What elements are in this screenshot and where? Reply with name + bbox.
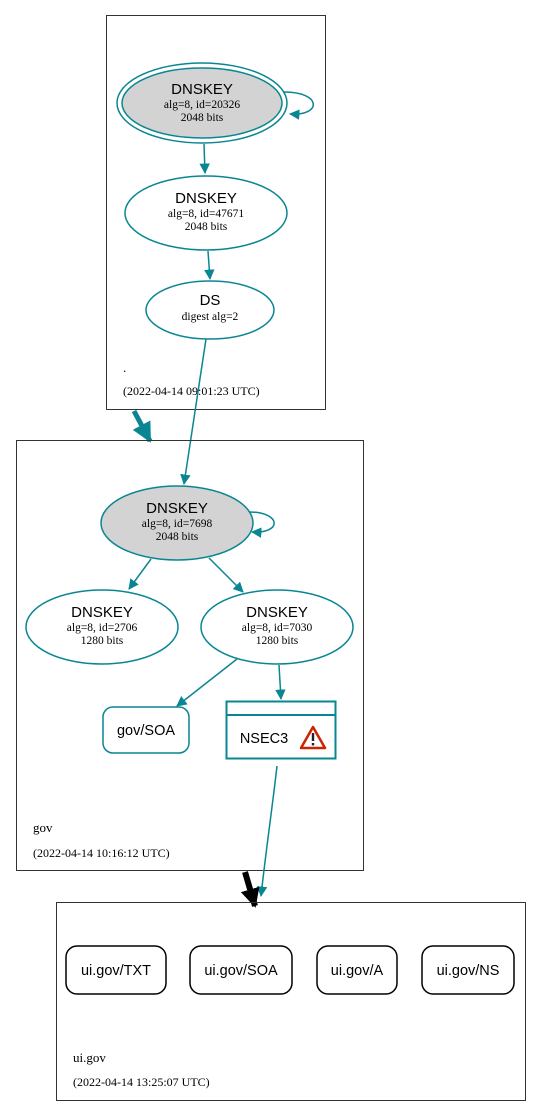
node-label: ui.gov/TXT [81,963,151,979]
root-ds-node[interactable]: DS digest alg=2 [145,280,275,340]
node-label: NSEC3 [240,731,288,747]
gov-nsec3-node[interactable]: NSEC3 [225,700,337,760]
zone-root-box [106,15,326,410]
self-sign-edge [248,511,275,538]
sign-edge [199,143,210,175]
node-detail: 2048 bits [185,221,228,233]
nsec3-edge [256,765,278,898]
ds-edge [180,338,207,486]
zone-uigov-timestamp: (2022-04-14 13:25:07 UTC) [73,1075,210,1089]
node-detail: digest alg=2 [182,311,239,323]
zone-gov-timestamp: (2022-04-14 10:16:12 UTC) [33,846,170,860]
node-label: ui.gov/NS [437,963,500,979]
root-ksk-node[interactable]: DNSKEY alg=8, id=20326 2048 bits [116,62,288,144]
sign-edge [275,664,286,701]
zone-uigov-box [56,902,526,1101]
ui-a-node[interactable]: ui.gov/A [316,945,398,995]
node-detail: alg=8, id=47671 [168,208,244,220]
sign-edge [128,558,152,590]
node-detail: alg=8, id=7030 [242,622,313,634]
node-detail: 2048 bits [156,531,199,543]
node-detail: 1280 bits [81,635,124,647]
zone-root-timestamp: (2022-04-14 09:01:23 UTC) [123,384,260,398]
gov-ksk-node[interactable]: DNSKEY alg=8, id=7698 2048 bits [100,485,254,561]
ui-txt-node[interactable]: ui.gov/TXT [65,945,167,995]
gov-zsk-7030-node[interactable]: DNSKEY alg=8, id=7030 1280 bits [200,589,354,665]
node-detail: alg=8, id=7698 [142,518,213,530]
sign-edge [176,658,238,707]
node-title: DNSKEY [175,190,237,207]
node-title: DNSKEY [71,604,133,621]
ui-ns-node[interactable]: ui.gov/NS [421,945,515,995]
node-label: ui.gov/SOA [204,963,278,979]
sign-edge [208,557,244,593]
node-detail: alg=8, id=2706 [67,622,138,634]
zone-uigov-name: ui.gov [73,1050,106,1065]
node-detail: alg=8, id=20326 [164,99,240,111]
delegation-arrow [240,871,260,908]
gov-soa-node[interactable]: gov/SOA [102,706,190,754]
warning-icon [299,725,327,750]
zone-root-name: . [123,360,126,375]
node-title: DS [200,292,221,309]
root-zsk-node[interactable]: DNSKEY alg=8, id=47671 2048 bits [124,175,288,251]
zone-gov-name: gov [33,820,53,835]
sign-edge [204,250,215,281]
node-label: gov/SOA [117,723,175,739]
node-detail: 1280 bits [256,635,299,647]
node-title: DNSKEY [246,604,308,621]
node-title: DNSKEY [171,81,233,98]
node-detail: 2048 bits [181,112,224,124]
zone-gov-box [16,440,364,871]
node-label: ui.gov/A [331,963,384,979]
node-title: DNSKEY [146,500,208,517]
gov-zsk-2706-node[interactable]: DNSKEY alg=8, id=2706 1280 bits [25,589,179,665]
delegation-arrow [131,409,153,443]
self-sign-edge [283,91,314,120]
ui-soa-node[interactable]: ui.gov/SOA [189,945,293,995]
